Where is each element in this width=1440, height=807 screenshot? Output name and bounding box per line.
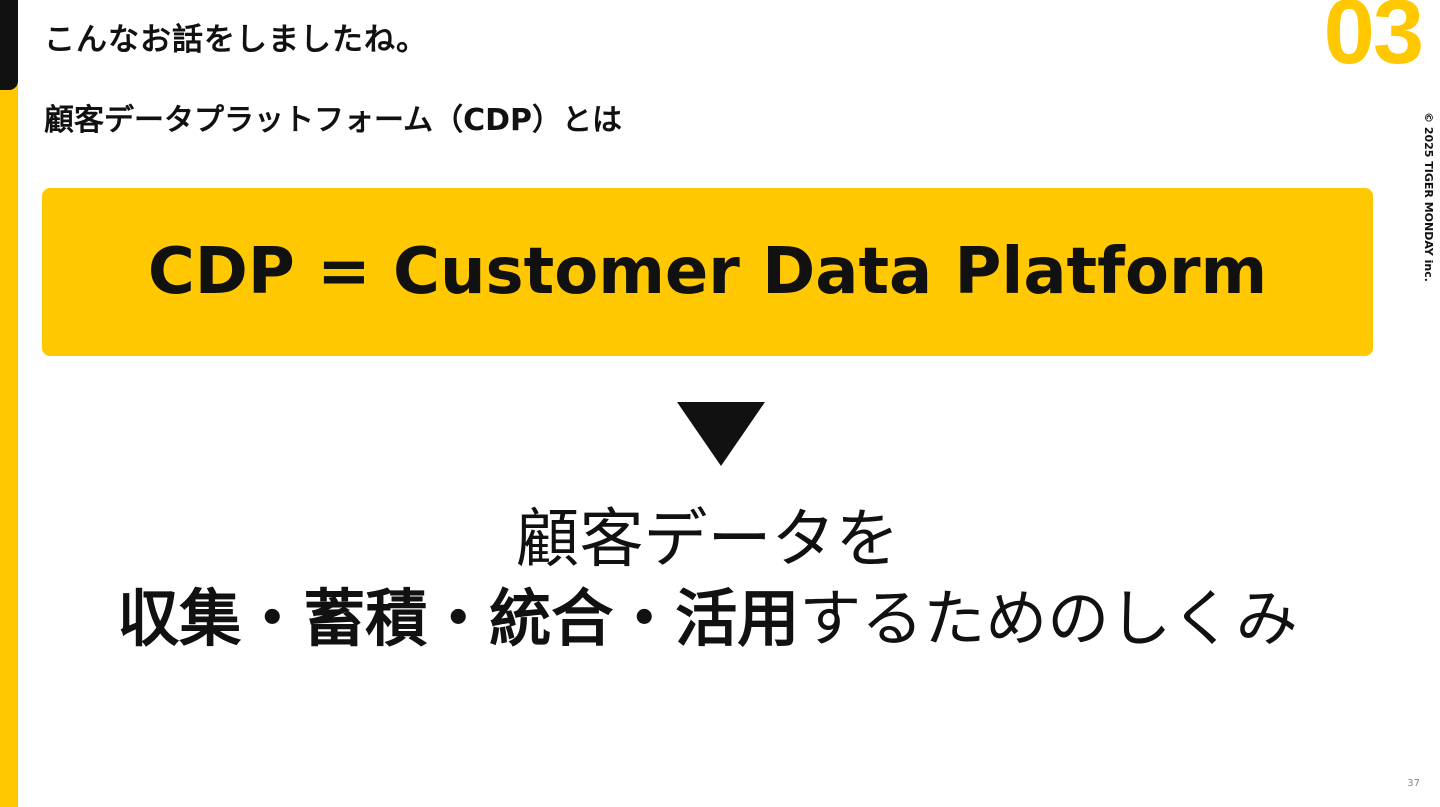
slide-subtitle: 顧客データプラットフォーム（CDP）とは — [44, 103, 623, 138]
header-title: こんなお話をしましたね。 — [44, 22, 428, 58]
section-number: 03 — [1323, 0, 1424, 83]
page-number: 37 — [1407, 778, 1420, 789]
explanation-keywords: 収集・蓄積・統合・活用 — [117, 582, 800, 655]
cdp-definition-text: CDP = Customer Data Platform — [147, 235, 1268, 309]
side-bar-marker — [0, 0, 18, 90]
accent-side-bar — [0, 0, 18, 807]
explanation-line-2: 収集・蓄積・統合・活用するためのしくみ — [0, 578, 1415, 660]
explanation-line-1: 顧客データを — [515, 503, 900, 577]
cdp-definition-box: CDP = Customer Data Platform — [42, 188, 1373, 356]
down-triangle-icon — [677, 402, 765, 466]
cdp-explanation: 顧客データを 収集・蓄積・統合・活用するためのしくみ — [0, 502, 1415, 660]
copyright-notice: © 2025 TIGER MONDAY inc. — [1422, 112, 1435, 282]
explanation-suffix: するためのしくみ — [799, 582, 1298, 655]
